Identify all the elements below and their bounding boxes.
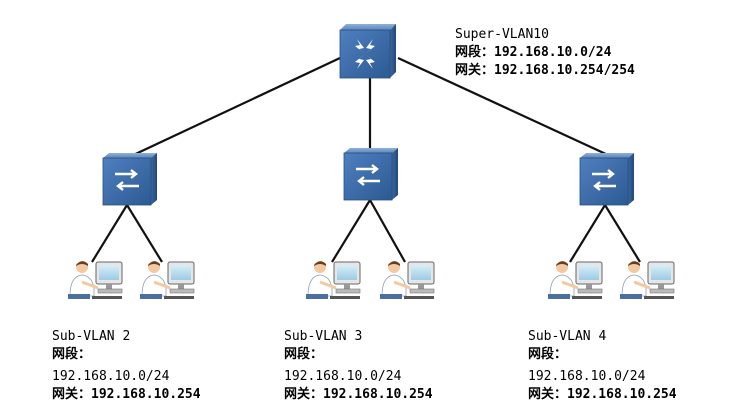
sub-vlan-gateway: 网关：192.168.10.254: [528, 387, 677, 402]
core-switch-icon: [339, 24, 396, 79]
link-access2-host-1: [331, 199, 371, 263]
sub-vlan-3-label: Sub-VLAN 3 网段： 192.168.10.0/24 网关：192.16…: [284, 328, 433, 404]
pc-user-icon-5: [548, 261, 603, 299]
sub-vlan-segment-value: 192.168.10.0/24: [284, 369, 402, 384]
sub-vlan-gateway: 网关：192.168.10.254: [52, 387, 201, 402]
sub-vlan-segment-label: 网段：: [284, 347, 324, 362]
sub-vlan-name: Sub-VLAN 4: [528, 329, 607, 344]
access-switch-icon-2: [343, 148, 398, 201]
link-access1-host-1: [91, 204, 128, 263]
sub-vlan-segment-value: 192.168.10.0/24: [528, 369, 646, 384]
link-access3-host-1: [569, 204, 606, 263]
sub-vlan-gateway: 网关：192.168.10.254: [284, 387, 433, 402]
sub-vlan-4-label: Sub-VLAN 4 网段： 192.168.10.0/24 网关：192.16…: [528, 328, 677, 404]
sub-vlan-name: Sub-VLAN 2: [52, 329, 131, 344]
pc-user-icon-2: [140, 261, 195, 299]
link-core-access-3: [397, 57, 609, 156]
super-vlan-gateway: 网关：192.168.10.254/254: [455, 63, 635, 78]
pc-user-icon-6: [620, 261, 675, 299]
link-core-access-1: [126, 57, 341, 159]
links: [91, 57, 641, 263]
link-access3-host-2: [604, 204, 641, 263]
super-vlan-label: Super-VLAN10 网段：192.168.10.0/24 网关：192.1…: [455, 26, 635, 80]
super-vlan-segment: 网段：192.168.10.0/24: [455, 45, 612, 60]
pc-user-icon-3: [306, 261, 361, 299]
super-vlan-name: Super-VLAN10: [455, 27, 549, 42]
access-switch-icon-1: [102, 153, 157, 206]
link-access2-host-2: [369, 199, 406, 263]
sub-vlan-segment-label: 网段：: [528, 347, 568, 362]
sub-vlan-segment-label: 网段：: [52, 347, 92, 362]
link-access1-host-2: [126, 204, 163, 263]
sub-vlan-name: Sub-VLAN 3: [284, 329, 363, 344]
access-switch-icon-3: [579, 153, 634, 206]
sub-vlan-segment-value: 192.168.10.0/24: [52, 369, 170, 384]
pc-user-icon-1: [68, 261, 123, 299]
sub-vlan-2-label: Sub-VLAN 2 网段： 192.168.10.0/24 网关：192.16…: [52, 328, 201, 404]
pc-user-icon-4: [380, 261, 435, 299]
